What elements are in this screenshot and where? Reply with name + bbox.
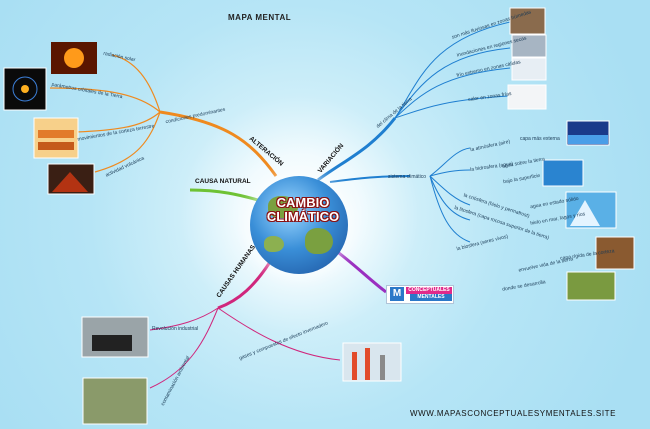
- connector-clima-2: [394, 47, 511, 119]
- connector-atmosfera: [429, 147, 471, 177]
- earth-globe: [250, 176, 348, 274]
- connector-criosfera: [429, 175, 471, 206]
- branch-causa-natural: CAUSA NATURAL: [195, 178, 251, 185]
- connector-gases: [217, 307, 341, 361]
- orbit-icon: [12, 76, 38, 102]
- thumb-calor: [507, 84, 547, 110]
- site-url[interactable]: WWW.MAPASCONCEPTUALESYMENTALES.SITE: [410, 409, 617, 418]
- label-sistema: sistema climático: [388, 174, 427, 180]
- connector-orbitales: [49, 87, 161, 113]
- connector-hidrosfera: [429, 169, 471, 177]
- connector-volcanica: [94, 111, 161, 173]
- thumb-frio: [511, 57, 547, 81]
- logo-line1: CONCEPTUALES: [406, 287, 452, 294]
- thumb-gases: [342, 342, 402, 382]
- connector-contaminacion: [149, 307, 219, 389]
- thumb-hidrosfera: [542, 159, 584, 187]
- connector-litosfera: [429, 175, 471, 221]
- label-revolucion: Revolución industrial: [152, 326, 199, 332]
- connector-alteracion-main: [159, 110, 278, 177]
- thumb-litosfera: [595, 236, 635, 270]
- sun-icon: [64, 48, 84, 68]
- connector-sistema: [329, 175, 411, 183]
- central-title-line2: CLIMÁTICO: [266, 209, 340, 224]
- connector-corteza: [75, 111, 161, 133]
- connector-revolucion: [149, 307, 219, 331]
- connector-biosfera: [429, 175, 471, 243]
- connector-radiacion: [111, 54, 161, 113]
- thumb-lluvia: [509, 7, 546, 35]
- connector-logo: [334, 248, 387, 294]
- central-topic: CAMBIO CLIMÁTICO: [263, 196, 343, 224]
- label-atmosfera-detail: capa más externa: [520, 136, 560, 142]
- logo-mark: M: [390, 287, 404, 301]
- connector-clima-3: [394, 67, 511, 119]
- connector-variacion-main: [317, 117, 397, 182]
- connector-causas-humanas-main: [217, 261, 272, 310]
- thumb-inundacion: [511, 34, 547, 58]
- thumb-contaminacion: [82, 377, 148, 425]
- connector-clima-4: [394, 95, 511, 119]
- thumb-biosfera: [566, 271, 616, 301]
- site-logo[interactable]: M CONCEPTUALES MENTALES: [386, 285, 454, 304]
- logo-line2: MENTALES: [410, 294, 452, 301]
- page-title: MAPA MENTAL: [228, 13, 292, 22]
- connector-clima-1: [394, 21, 511, 119]
- connector-causa-natural: [189, 188, 259, 202]
- central-title-line1: CAMBIO: [276, 195, 330, 210]
